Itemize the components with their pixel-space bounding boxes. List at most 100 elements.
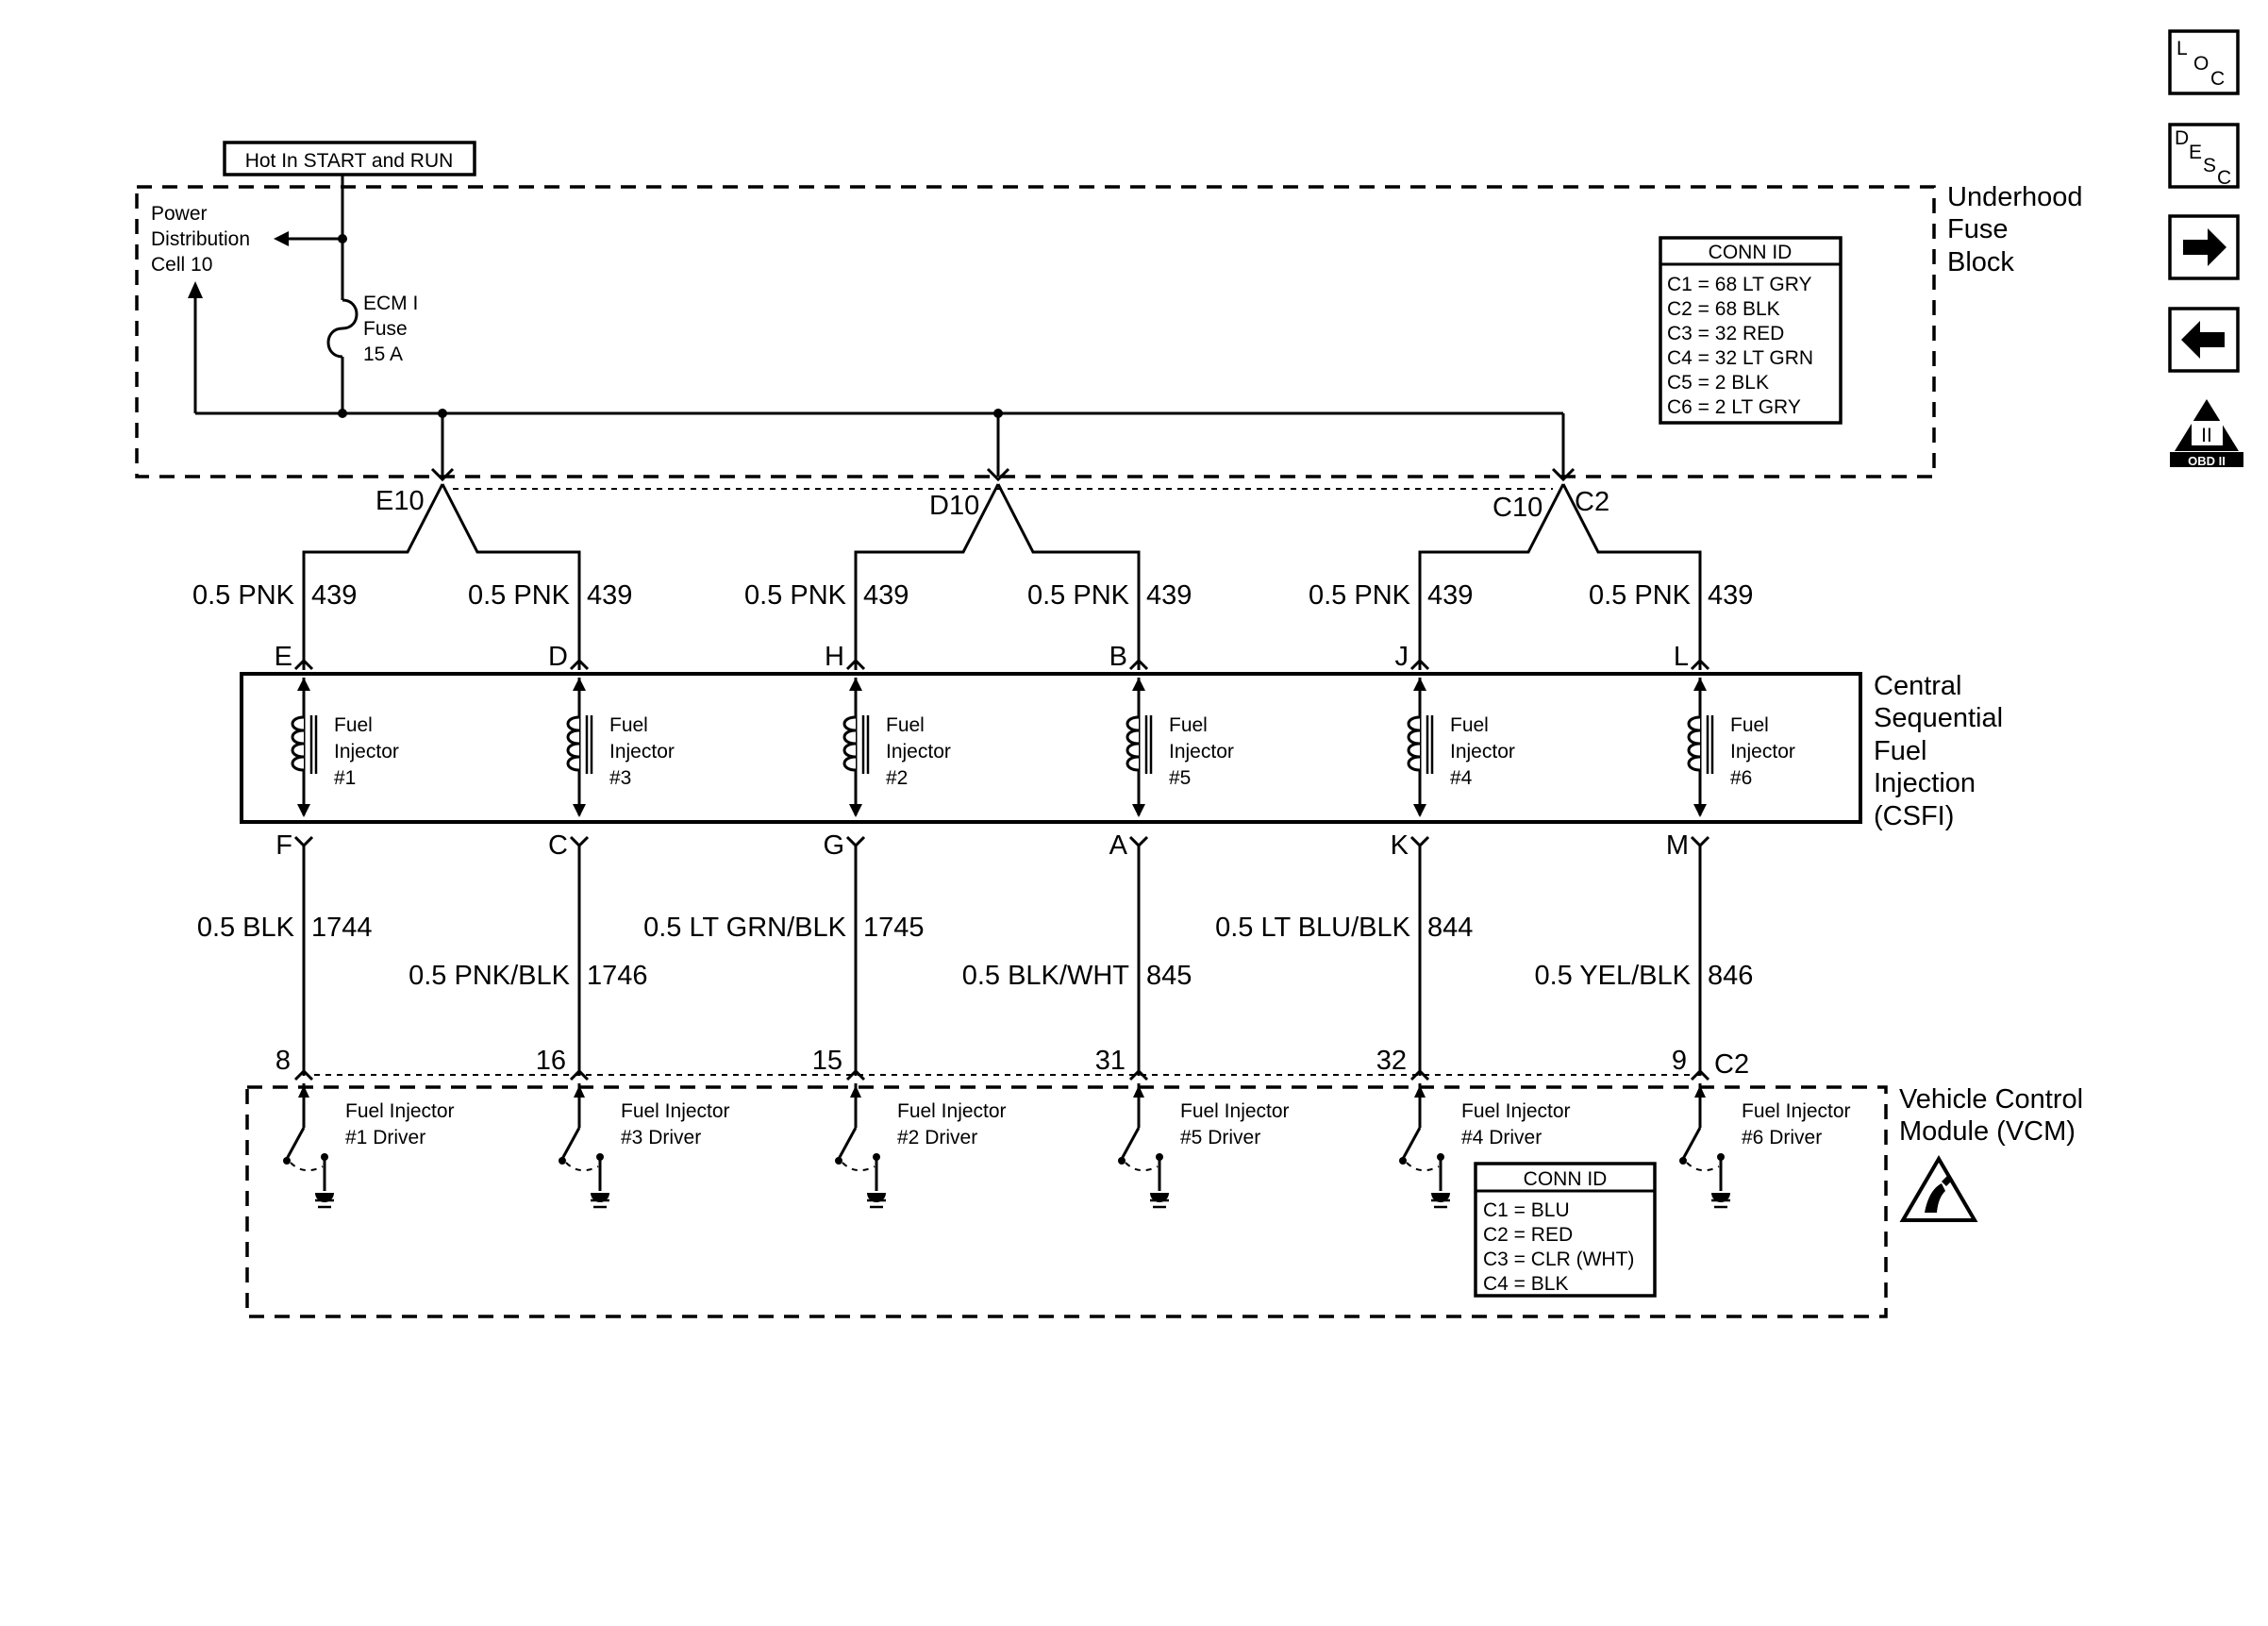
fuse-block-conn-id-row: C3 = 32 RED [1667,323,1784,344]
injector-bottom-pin: C [548,830,568,861]
wire-c10-to-pin-j [1418,483,1565,670]
obd-ii-button[interactable]: II OBD II [2170,399,2243,468]
switch-contact-dot [559,1157,566,1165]
previous-page-button[interactable] [2168,307,2240,373]
current-up-arrow-icon [573,678,586,691]
connector-chevron-bottom [569,835,590,848]
arrow-right-icon [2183,228,2226,266]
underhood-fuse-block-title: Underhood Fuse Block [1947,182,2091,277]
loc-letter-l: L [2176,38,2188,59]
wire-e10-to-pin-e [302,483,444,670]
injector-driver-label: Fuel Injector#2 Driver [897,1100,1007,1148]
power-distribution-up-arrow [188,281,203,298]
power-distribution-arrow [274,231,289,246]
splice-label-e10: E10 [375,486,425,516]
driver-up-arrow-icon [1414,1085,1426,1098]
injector-coil-icon [1407,715,1421,772]
injector-coil-icon [1126,715,1140,772]
desc-letter-s: S [2203,155,2216,176]
splice-label-c10: C10 [1493,493,1543,523]
obd-ii-label: OBD II [2188,454,2226,468]
switch-link-icon [842,1162,876,1172]
connector-chevron-top [1690,658,1710,671]
upper-wire-color-label: 0.5 PNK [1027,580,1130,611]
desc-letter-e: E [2189,142,2202,163]
connector-chevron-top [293,658,314,671]
fuse-icon [326,298,359,359]
fuse-block-conn-id-title: CONN ID [1709,242,1793,263]
injector-bottom-pin: A [1109,830,1128,861]
fuse-block-conn-id-row: C4 = 32 LT GRN [1667,347,1813,369]
location-button[interactable]: L O C [2168,29,2240,95]
injector-driver-label: Fuel Injector#1 Driver [345,1100,455,1148]
vcm-connector-chevron [293,1068,314,1081]
vcm-pin-number: 32 [1376,1046,1407,1076]
switch-link-icon [565,1162,599,1172]
upper-circuit-number: 439 [1708,580,1753,611]
injector-bottom-pin: F [275,830,292,861]
current-up-arrow-icon [1693,678,1707,691]
vcm-conn-id-row: C3 = CLR (WHT) [1483,1249,1634,1270]
wire-c10-to-pin-l [1561,483,1702,670]
current-down-arrow-icon [297,804,310,817]
injector-coil-icon [842,715,857,772]
driver-up-arrow-icon [298,1085,309,1098]
current-down-arrow-icon [849,804,862,817]
switch-contact-dot [835,1157,842,1165]
description-button[interactable]: D E S C [2168,123,2240,189]
underhood-fuse-block-boundary [135,185,1936,478]
lower-circuit-number: 844 [1427,913,1473,943]
connector-chevron-d10 [986,467,1010,482]
ground-contact-dot [596,1153,604,1161]
next-page-button[interactable] [2168,214,2240,280]
injector-bottom-pin: M [1666,830,1689,861]
vcm-pin-number: 15 [812,1046,842,1076]
loc-letter-c: C [2210,68,2225,90]
lower-wire-color-label: 0.5 LT BLU/BLK [1215,913,1411,943]
fuse-block-conn-id-row: C1 = 68 LT GRY [1667,274,1812,295]
upper-circuit-number: 439 [1146,580,1192,611]
switch-link-icon [1406,1162,1440,1172]
injector-driver-label: Fuel Injector#3 Driver [621,1100,730,1148]
lower-circuit-number: 1745 [863,913,925,943]
vcm-connector-chevron [1409,1068,1430,1081]
lower-wire-color-label: 0.5 PNK/BLK [409,961,571,991]
vcm-connector-chevron [569,1068,590,1081]
vcm-conn-id-row: C4 = BLK [1483,1273,1568,1295]
upper-circuit-number: 439 [587,580,632,611]
injector-top-pin: D [548,642,568,672]
vcm-connector-label: C2 [1714,1049,1749,1080]
driver-switch-blade-icon [837,1127,858,1160]
connector-chevron-top [569,658,590,671]
vcm-title: Vehicle Control Module (VCM) [1899,1084,2091,1147]
ground-contact-dot [321,1153,328,1161]
vcm-pin-number: 31 [1095,1046,1126,1076]
upper-wire-color-label: 0.5 PNK [1309,580,1411,611]
switch-contact-dot [283,1157,291,1165]
vcm-connector-chevron [845,1068,866,1081]
lower-wire-color-label: 0.5 BLK [197,913,295,943]
switch-contact-dot [1399,1157,1407,1165]
vcm-conn-id-row: C2 = RED [1483,1224,1573,1246]
injector-coil-icon [1687,715,1701,772]
driver-switch-blade-icon [560,1127,581,1160]
current-up-arrow-icon [849,678,862,691]
connector-chevron-bottom [293,835,314,848]
supply-splice-dot [338,234,347,243]
supply-label: Hot In START and RUN [245,150,454,172]
vcm-pin-number: 16 [536,1046,566,1076]
connector-chevron-bottom [1128,835,1149,848]
wire-e10-to-pin-d [441,483,581,670]
driver-switch-blade-icon [1120,1127,1141,1160]
connector-chevron-top [1128,658,1149,671]
injector-top-pin: E [275,642,292,672]
injector-coil-icon [566,715,580,772]
vcm-connector-chevron [1128,1068,1149,1081]
switch-link-icon [1125,1162,1159,1172]
